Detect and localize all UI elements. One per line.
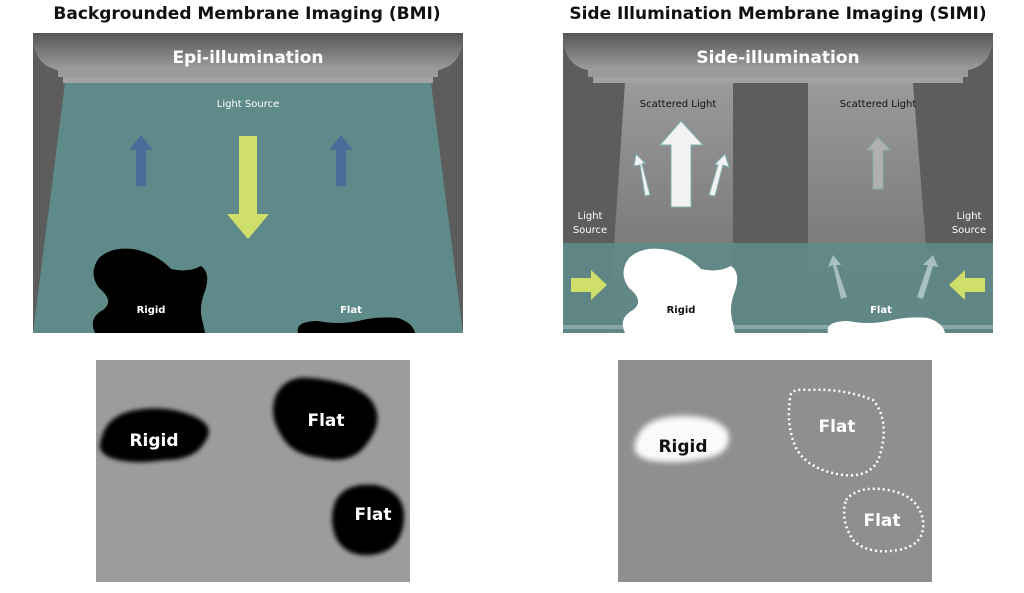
incident-arrow-icon xyxy=(227,136,269,239)
simi-diagram: Side-illumination Scattered Light Scatte… xyxy=(563,33,993,333)
flat-particle xyxy=(827,317,945,333)
scattered-light-right-label: Scattered Light xyxy=(840,99,917,110)
scattered-arrow-icon xyxy=(708,153,730,197)
flat-label: Flat xyxy=(863,511,900,531)
simi-micrograph: Rigid Flat Flat xyxy=(618,360,932,582)
flat-particle-dark xyxy=(272,377,378,460)
light-source-label: Light Source xyxy=(217,99,279,110)
rigid-label: Rigid xyxy=(658,437,707,457)
rigid-particle xyxy=(622,248,738,333)
rigid-label: Rigid xyxy=(129,431,178,451)
scattered-arrow-icon xyxy=(658,120,705,208)
scattered-arrow-icon xyxy=(865,136,892,190)
light-source-line1: Light xyxy=(578,211,603,222)
bmi-title: Backgrounded Membrane Imaging (BMI) xyxy=(53,4,441,24)
side-light-arrow-icon xyxy=(949,270,985,300)
scattered-arrow-icon xyxy=(917,255,938,299)
flat-particle-dark xyxy=(332,484,405,556)
scattered-light-left-label: Scattered Light xyxy=(640,99,717,110)
light-source-line2: Source xyxy=(952,225,986,236)
flat-label: Flat xyxy=(870,305,892,316)
flat-label: Flat xyxy=(307,411,344,431)
lamp-housing xyxy=(563,33,993,83)
bmi-diagram: Epi-illumination Light Source Rigid Flat xyxy=(33,33,463,333)
flat-label: Flat xyxy=(354,505,391,525)
flat-particle xyxy=(297,317,415,333)
light-source-line2: Source xyxy=(573,225,607,236)
lamp-label: Side-illumination xyxy=(696,48,859,68)
rigid-particle-bright xyxy=(634,415,729,463)
lamp-housing xyxy=(33,33,463,83)
flat-particle-outline xyxy=(787,388,885,477)
flat-label: Flat xyxy=(340,305,362,316)
rigid-label: Rigid xyxy=(137,305,166,316)
scattered-arrow-icon xyxy=(828,255,847,299)
flat-particle-outline xyxy=(842,487,925,553)
light-source-line1: Light xyxy=(957,211,982,222)
reflected-arrow-icon xyxy=(129,135,153,186)
side-light-arrow-icon xyxy=(571,270,607,300)
scattered-arrow-icon xyxy=(633,152,651,197)
rigid-label: Rigid xyxy=(667,305,696,316)
membrane-line xyxy=(563,325,993,329)
bmi-micrograph: Rigid Flat Flat xyxy=(96,360,410,582)
rigid-particle-dark xyxy=(99,408,209,463)
rigid-particle xyxy=(92,248,208,333)
lamp-label: Epi-illumination xyxy=(172,48,323,68)
flat-label: Flat xyxy=(818,417,855,437)
simi-title: Side Illumination Membrane Imaging (SIMI… xyxy=(569,4,987,24)
reflected-arrow-icon xyxy=(329,135,353,186)
